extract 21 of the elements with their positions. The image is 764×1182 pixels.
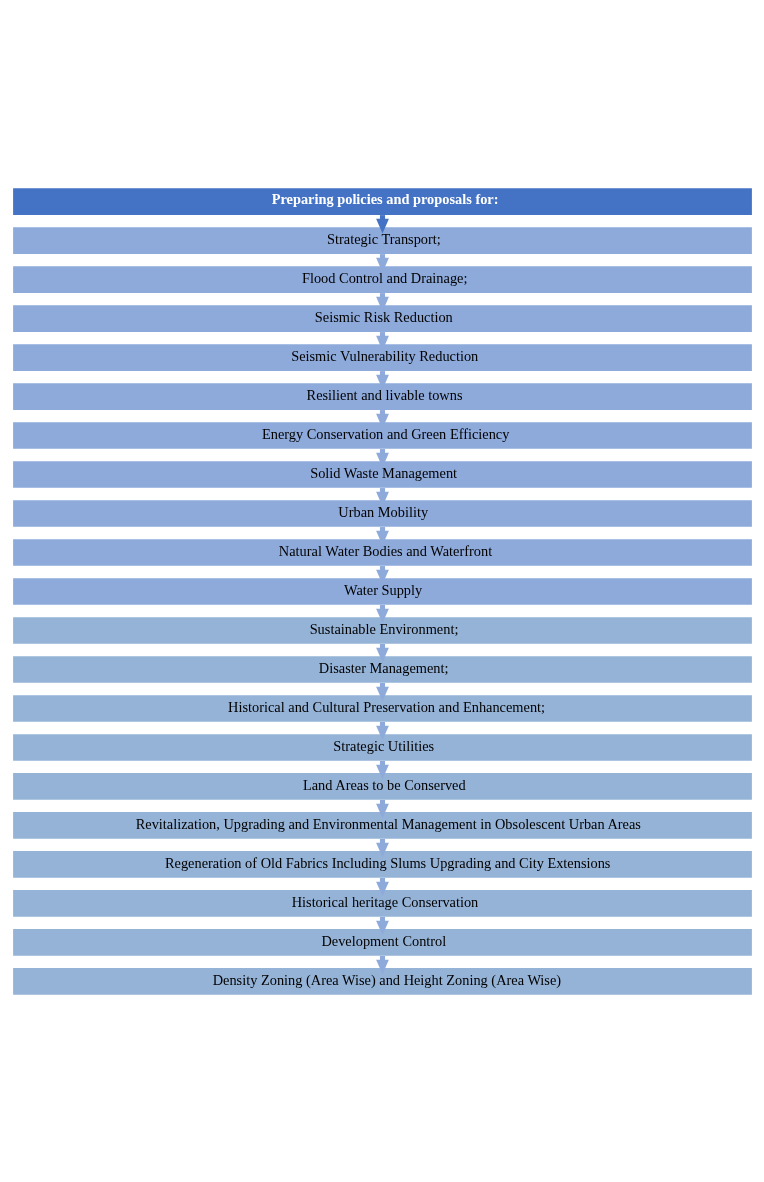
node-box: Seismic Risk Reduction (12, 304, 752, 332)
node-box: Strategic Utilities (12, 733, 752, 761)
node-box: Natural Water Bodies and Waterfront (12, 538, 752, 566)
node-box: Flood Control and Drainage; (12, 265, 752, 293)
node-box: Development Control (12, 928, 752, 956)
node-box: Historical heritage Conservation (12, 889, 752, 917)
node-box: Disaster Management; (12, 655, 752, 683)
node-box: Strategic Transport; (12, 226, 752, 254)
node-box: Resilient and livable towns (12, 382, 752, 410)
node-box: Density Zoning (Area Wise) and Height Zoning (Area Wise) (12, 967, 752, 995)
node-box: Land Areas to be Conserved (12, 772, 752, 800)
node-box: Sustainable Environment; (12, 616, 752, 644)
node-box: Regeneration of Old Fabrics Including Slums Upgrading and City Extensions (12, 850, 752, 878)
node-box: Energy Conservation and Green Efficiency (12, 421, 752, 449)
node-box: Solid Waste Management (12, 460, 752, 488)
node-box: Water Supply (12, 577, 752, 605)
node-box: Seismic Vulnerability Reduction (12, 343, 752, 371)
node-box: Historical and Cultural Preservation and Enhancement; (12, 694, 752, 722)
node-box: Preparing policies and proposals for: (12, 187, 752, 215)
node-box: Urban Mobility (12, 499, 752, 527)
node-box: Revitalization, Upgrading and Environmental Management in Obsolescent Urban Areas (12, 811, 752, 839)
